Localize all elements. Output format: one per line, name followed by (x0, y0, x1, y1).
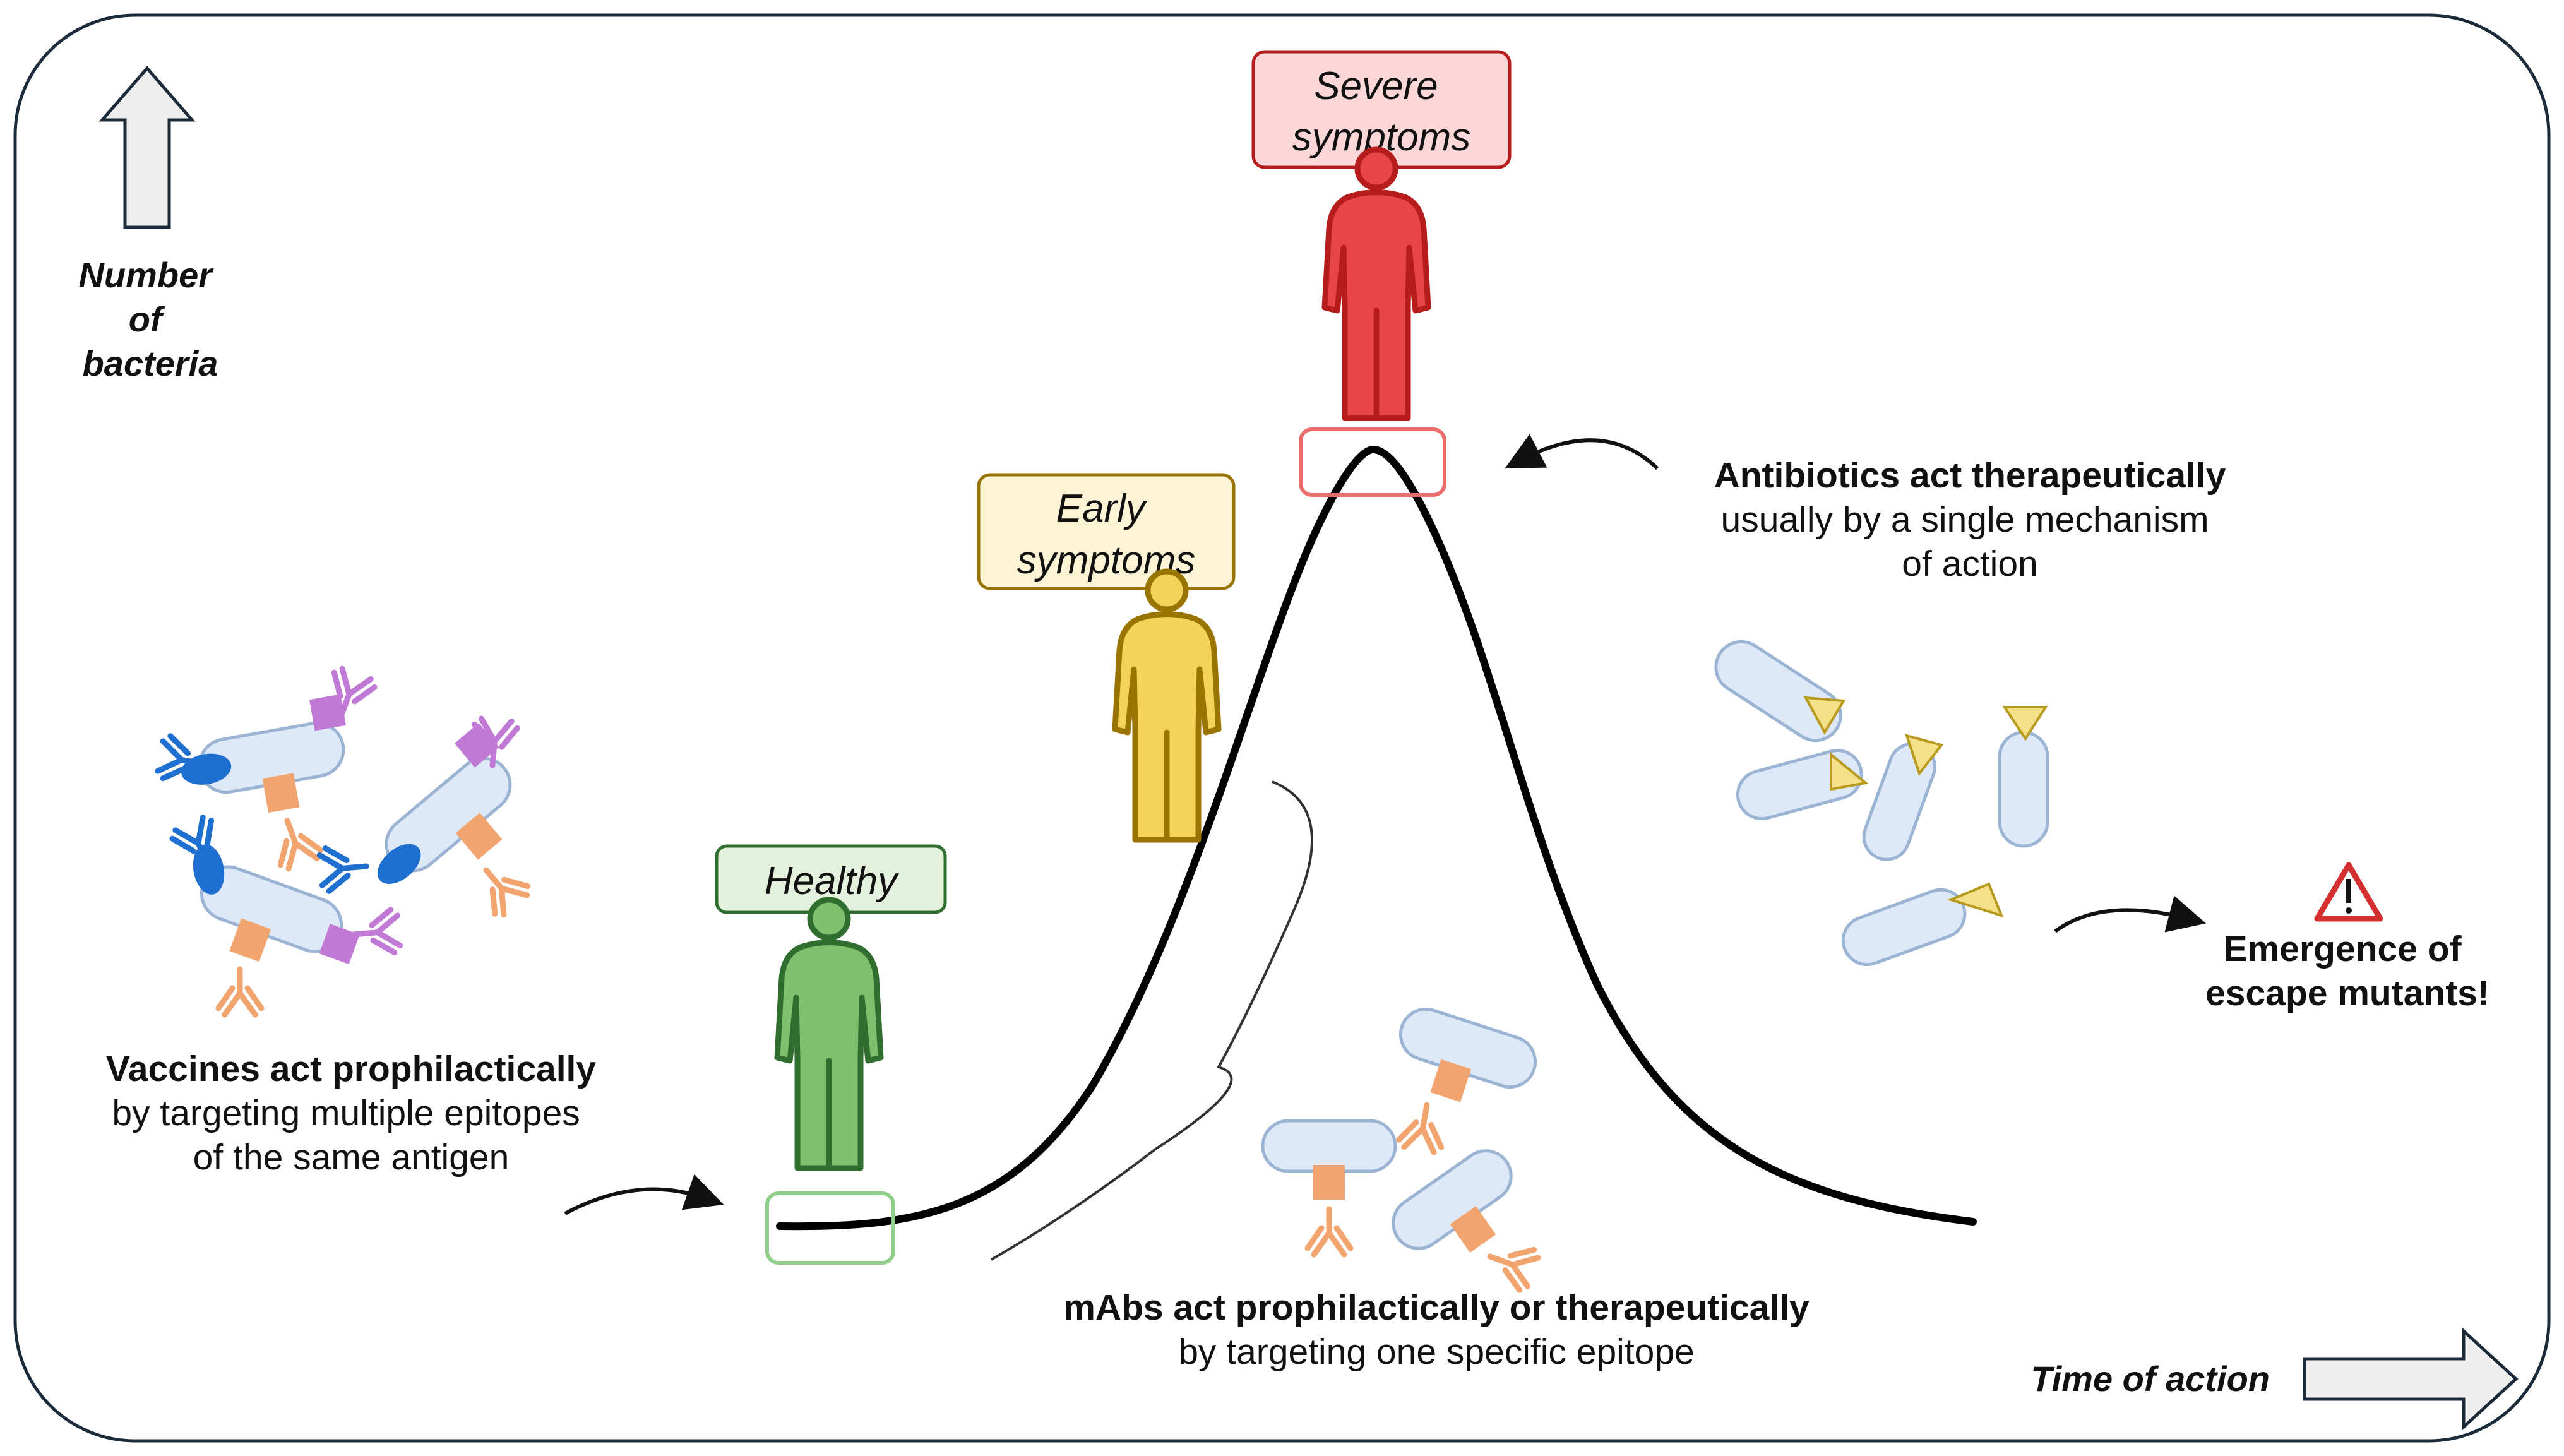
mabs-bacteria-cluster (1261, 1007, 1542, 1292)
severe-curve-box (1299, 427, 1446, 497)
vaccines-arrow (564, 1174, 724, 1215)
vaccines-heading: Vaccines act prophilactically (106, 1049, 597, 1089)
vaccine-bacteria-cluster (157, 667, 546, 1015)
escape-text: Emergence of escape mutants! (2205, 929, 2489, 1013)
warning-icon (2314, 862, 2383, 922)
infection-curve (776, 445, 1977, 1231)
x-axis-arrow (2303, 1327, 2519, 1431)
mabs-body: by targeting one specific epitope (1178, 1332, 1695, 1372)
escape-arrow (2054, 895, 2207, 933)
mabs-heading: mAbs act prophilactically or therapeutic… (1063, 1287, 1810, 1328)
healthy-curve-box (765, 1191, 895, 1265)
stage-early: Early symptoms (977, 473, 1236, 590)
antibiotics-body: usually by a single mechanism of action (1721, 499, 2219, 584)
mabs-brace (991, 780, 1313, 1261)
antibiotic-bacteria-cluster (1714, 640, 2049, 967)
stage-healthy-label: Healthy (765, 859, 900, 903)
x-axis-label: Time of action (2030, 1359, 2270, 1399)
vaccines-body: by targeting multiple epitopes of the sa… (112, 1093, 590, 1178)
y-axis-label: Number of bacteria (78, 255, 222, 383)
antibiotics-arrow (1505, 434, 1659, 470)
antibiotics-heading: Antibiotics act therapeutically (1714, 455, 2226, 496)
stage-healthy: Healthy (715, 844, 947, 914)
y-axis-arrow (98, 66, 196, 229)
outer-frame (13, 13, 2551, 1443)
